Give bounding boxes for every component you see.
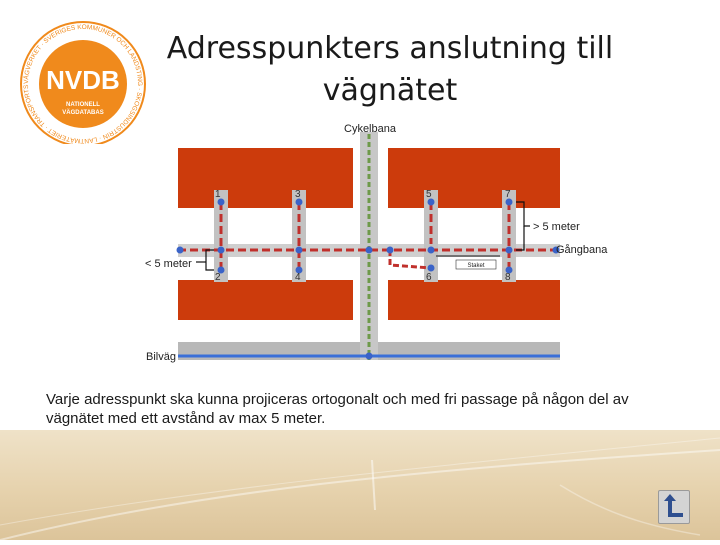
node <box>295 266 303 274</box>
return-button[interactable] <box>658 490 690 524</box>
side-road-1 <box>214 190 228 282</box>
label-less-5m: < 5 meter <box>145 258 192 270</box>
label-cykelbana: Cykelbana <box>344 123 397 135</box>
nvdb-logo: VÄGVERKET · SVERIGES KOMMUNER OCH LANDST… <box>8 14 146 144</box>
point-label-8: 8 <box>505 272 511 283</box>
title-line-1: Adresspunkters anslutning till <box>166 31 614 66</box>
label-bilvag: Bilväg <box>146 351 176 363</box>
bracket-more-5m <box>516 201 530 227</box>
node <box>217 266 225 274</box>
point-label-4: 4 <box>295 272 301 283</box>
node <box>505 246 513 254</box>
block-bottom-left <box>178 280 353 320</box>
link-line-6 <box>388 250 432 270</box>
road-network-diagram: Staket 1 2 3 4 5 6 7 <box>145 123 608 363</box>
block-bottom-right <box>388 280 560 320</box>
block-top-left <box>178 148 353 208</box>
point-label-5: 5 <box>426 189 432 200</box>
node <box>427 264 435 272</box>
label-more-5m: > 5 meter <box>533 221 580 233</box>
bracket-less-5m <box>205 249 214 271</box>
node <box>386 246 394 254</box>
node <box>295 246 303 254</box>
side-road-3 <box>424 190 438 282</box>
body-text: Varje adresspunkt ska kunna projiceras o… <box>46 391 629 427</box>
return-arrow-icon <box>664 494 683 517</box>
bracket-more-5m-lower <box>516 226 525 251</box>
node <box>217 198 225 206</box>
node <box>427 246 435 254</box>
side-road-2 <box>292 190 306 282</box>
slide-title: Adresspunkters anslutning till vägnätet <box>150 28 630 112</box>
node <box>295 198 303 206</box>
point-label-7: 7 <box>505 189 511 200</box>
title-line-2: vägnätet <box>322 73 458 108</box>
node <box>365 246 373 254</box>
point-label-3: 3 <box>295 189 301 200</box>
point-label-6: 6 <box>426 272 432 283</box>
point-label-2: 2 <box>215 272 221 283</box>
logo-subtext-1: NATIONELL <box>66 102 100 108</box>
node <box>176 246 184 254</box>
node <box>552 246 560 254</box>
footer-background <box>0 430 720 541</box>
node <box>505 198 513 206</box>
footer-road-decoration <box>0 437 720 541</box>
label-staket: Staket <box>467 263 484 269</box>
node <box>505 266 513 274</box>
logo-text: NVDB <box>46 65 120 95</box>
node <box>217 246 225 254</box>
side-road-4 <box>502 190 516 282</box>
point-label-1: 1 <box>215 189 221 200</box>
label-gangbana: Gångbana <box>556 244 608 256</box>
staket-box <box>455 259 497 270</box>
node <box>427 198 435 206</box>
logo-subtext-2: VÄGDATABAS <box>62 109 103 116</box>
node <box>365 352 373 360</box>
network-nodes <box>176 198 560 360</box>
block-top-right <box>388 148 560 208</box>
